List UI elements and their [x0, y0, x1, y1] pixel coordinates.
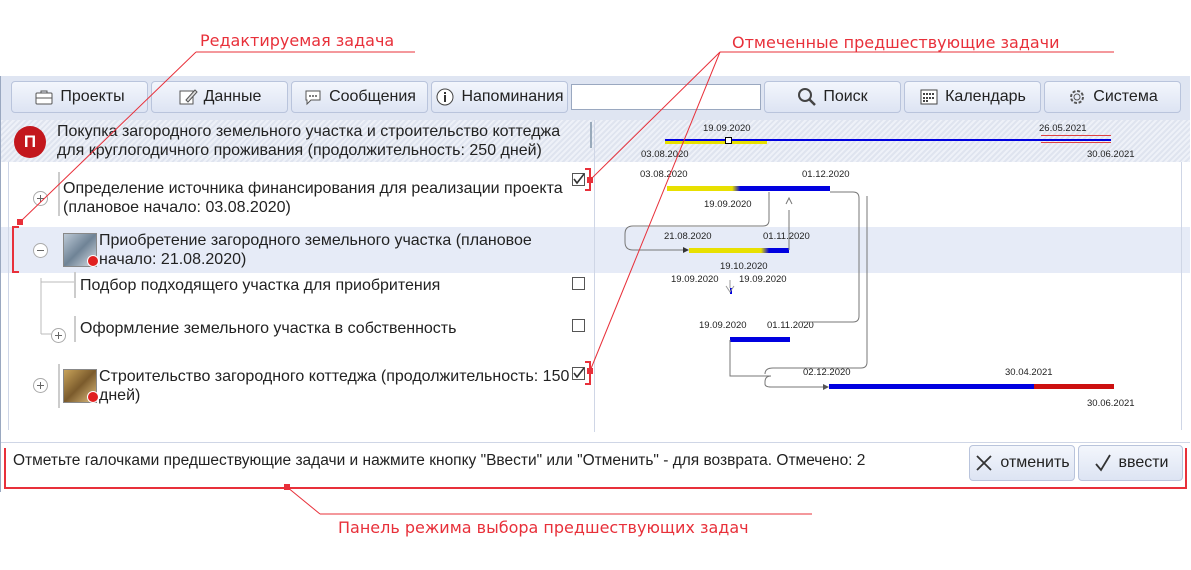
task-4-start: 19.09.2020 — [699, 320, 747, 331]
reminders-button[interactable]: Напоминания — [431, 81, 568, 113]
task-2-line1: Приобретение загородного земельного учас… — [99, 232, 532, 249]
project-bar-blue — [665, 139, 1111, 141]
task-row-2[interactable]: Приобретение загородного земельного учас… — [1, 227, 594, 273]
task-5-bar — [829, 384, 1114, 389]
calendar-button[interactable]: Календарь — [904, 81, 1041, 113]
project-date-2: 26.05.2021 — [1039, 123, 1087, 134]
check-icon — [573, 367, 585, 379]
predecessor-checkbox-5[interactable] — [572, 367, 585, 380]
enter-label: ввести — [1118, 454, 1169, 471]
system-button[interactable]: Система — [1044, 81, 1181, 113]
cancel-label: отменить — [1000, 454, 1070, 471]
calendar-label: Календарь — [945, 88, 1026, 105]
task-5-line1: Строительство загородного коттеджа (прод… — [99, 368, 570, 385]
right-scroll-edge — [1181, 162, 1182, 430]
task-1-end: 01.12.2020 — [802, 169, 850, 180]
expand-icon[interactable] — [33, 378, 48, 393]
checkmark-icon — [1094, 454, 1111, 472]
gantt-area: 19.09.2020 26.05.2021 03.08.2020 30.06.2… — [1, 76, 1190, 436]
task-5-end: 30.06.2021 — [1087, 398, 1135, 409]
search-label: Поиск — [823, 88, 868, 105]
calendar-icon — [920, 89, 938, 105]
task-row-5[interactable]: Строительство загородного коттеджа (прод… — [1, 364, 594, 408]
task-2-mid: 19.10.2020 — [720, 261, 768, 272]
task-3-line1: Подбор подходящего участка для приобрите… — [80, 277, 441, 294]
task-1-mid: 19.09.2020 — [704, 199, 752, 210]
chat-icon — [305, 90, 321, 106]
reminders-label: Напоминания — [461, 88, 564, 105]
app-window: Проекты Данные Сообщения Напоминания Пои… — [0, 76, 1191, 493]
system-label: Система — [1093, 88, 1158, 105]
status-dot-icon — [87, 391, 99, 403]
task-1-bar — [667, 186, 830, 191]
task-5-start: 02.12.2020 — [803, 367, 851, 378]
predecessor-checkbox-1[interactable] — [572, 173, 585, 186]
task-2-line2: начало: 21.08.2020) — [99, 251, 247, 268]
data-label: Данные — [203, 88, 262, 105]
task-5-mid: 30.04.2021 — [1005, 367, 1053, 378]
task-2-bar — [689, 248, 789, 253]
messages-button[interactable]: Сообщения — [291, 81, 428, 113]
project-marker — [725, 137, 732, 144]
task-row-4[interactable]: Оформление земельного участка в собствен… — [1, 317, 594, 343]
gear-icon — [1070, 90, 1085, 104]
status-message: Отметьте галочками предшествующие задачи… — [13, 452, 866, 469]
check-icon — [573, 173, 585, 185]
annotation-marked-predecessors: Отмеченные предшествующие задачи — [732, 33, 1060, 52]
search-button[interactable]: Поиск — [764, 81, 901, 113]
expand-icon[interactable] — [51, 328, 66, 343]
annotation-selection-panel: Панель режима выбора предшествующих зада… — [338, 518, 749, 537]
task-3-end: 19.09.2020 — [739, 274, 787, 285]
close-icon — [976, 455, 993, 471]
task-4-line1: Оформление земельного участка в собствен… — [80, 320, 457, 337]
search-icon — [798, 88, 817, 106]
project-date-end: 30.06.2021 — [1087, 149, 1135, 160]
status-dot-icon — [87, 255, 99, 267]
project-date-1: 19.09.2020 — [703, 123, 751, 134]
predecessor-checkbox-4[interactable] — [572, 319, 585, 332]
task-2-end: 01.11.2020 — [763, 231, 810, 242]
messages-label: Сообщения — [329, 88, 416, 105]
annotation-edited-task: Редактируемая задача — [200, 31, 395, 50]
project-red-marker — [1041, 135, 1111, 143]
task-4-bar — [730, 337, 790, 342]
predecessor-checkbox-3[interactable] — [572, 277, 585, 290]
collapse-icon[interactable] — [33, 243, 48, 258]
dependency-lines — [624, 191, 868, 390]
task-5-line2: дней) — [99, 387, 141, 404]
task-4-end: 01.11.2020 — [767, 320, 814, 331]
left-scroll-edge — [8, 162, 9, 430]
info-icon — [436, 88, 454, 106]
cancel-button[interactable]: отменить — [969, 445, 1075, 481]
task-row-3[interactable]: Подбор подходящего участка для приобрите… — [1, 274, 594, 296]
enter-button[interactable]: ввести — [1078, 445, 1183, 481]
